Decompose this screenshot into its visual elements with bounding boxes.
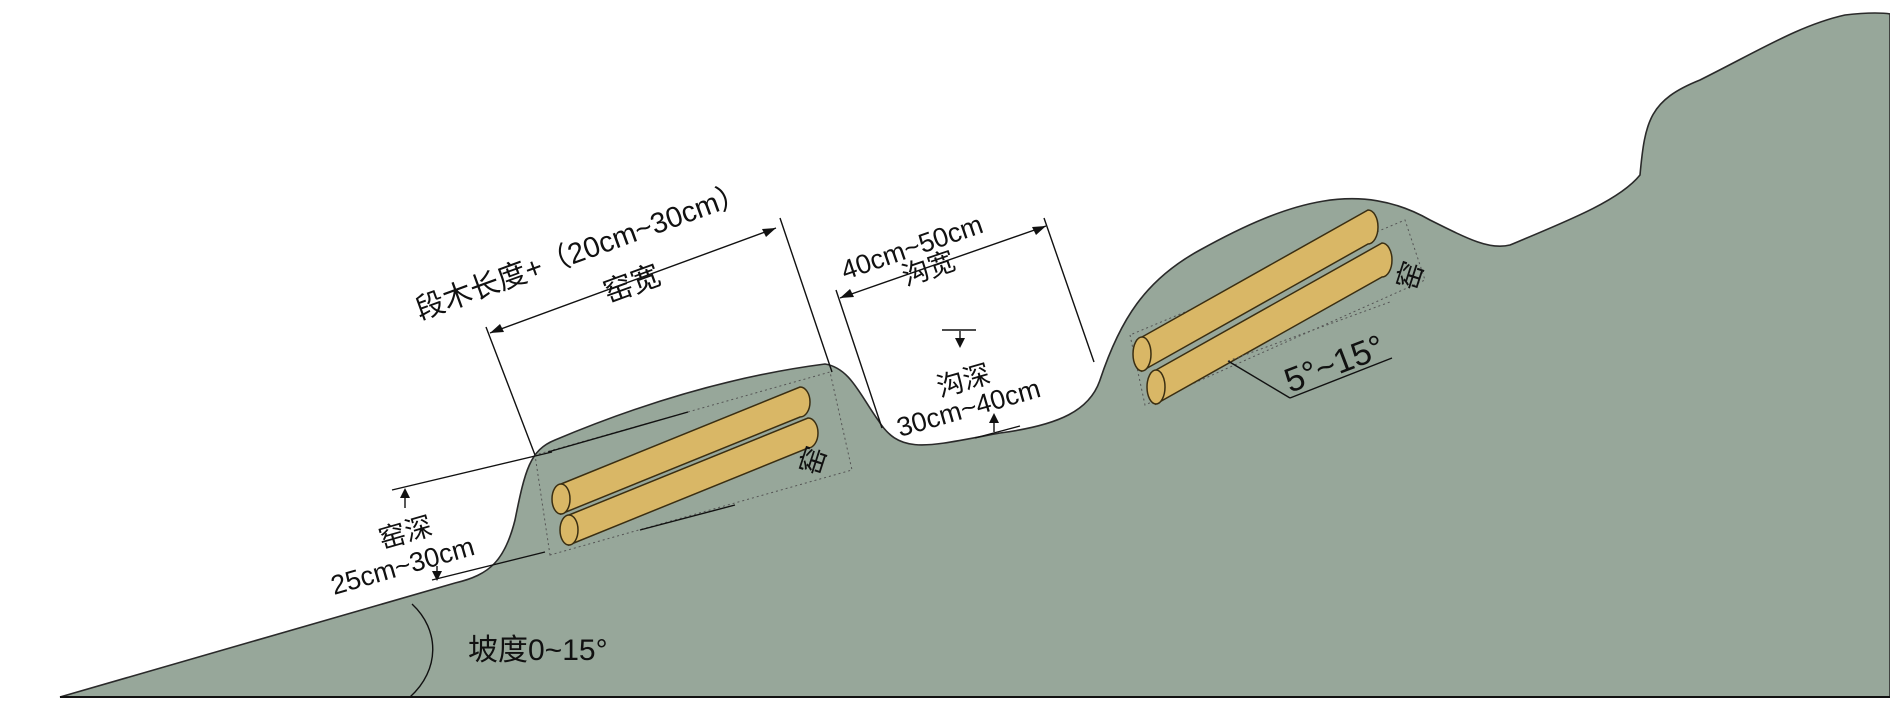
- slope-angle-arc: [409, 603, 434, 698]
- left-log-lower: [568, 417, 819, 547]
- slope-label: 坡度0~15°: [468, 634, 608, 667]
- log-angle-indicator: [1227, 301, 1393, 399]
- hillside-ground: [59, 12, 1890, 698]
- pit-depth-dimension: [391, 451, 553, 581]
- left-logs: [551, 386, 819, 547]
- right-log-upper: [1141, 209, 1379, 373]
- left-log-upper: [560, 386, 811, 516]
- left-log-lower-end: [559, 514, 579, 546]
- right-logs: [1132, 209, 1393, 406]
- trench-depth-dimension: [942, 329, 1021, 439]
- left-pit-surface-line: [547, 411, 689, 453]
- pit-width-label: 窑宽: [599, 259, 665, 310]
- left-log-upper-end: [551, 483, 571, 515]
- left-pit-bottom-line: [639, 504, 736, 531]
- pit-width-formula-label: 段木长度+（20cm~30cm）: [411, 176, 751, 327]
- right-log-upper-end: [1132, 336, 1152, 372]
- pit-width-dimension: [485, 217, 833, 456]
- right-log-lower-end: [1146, 369, 1166, 405]
- right-log-lower: [1155, 242, 1393, 406]
- trench-width-dimension: [835, 217, 1095, 429]
